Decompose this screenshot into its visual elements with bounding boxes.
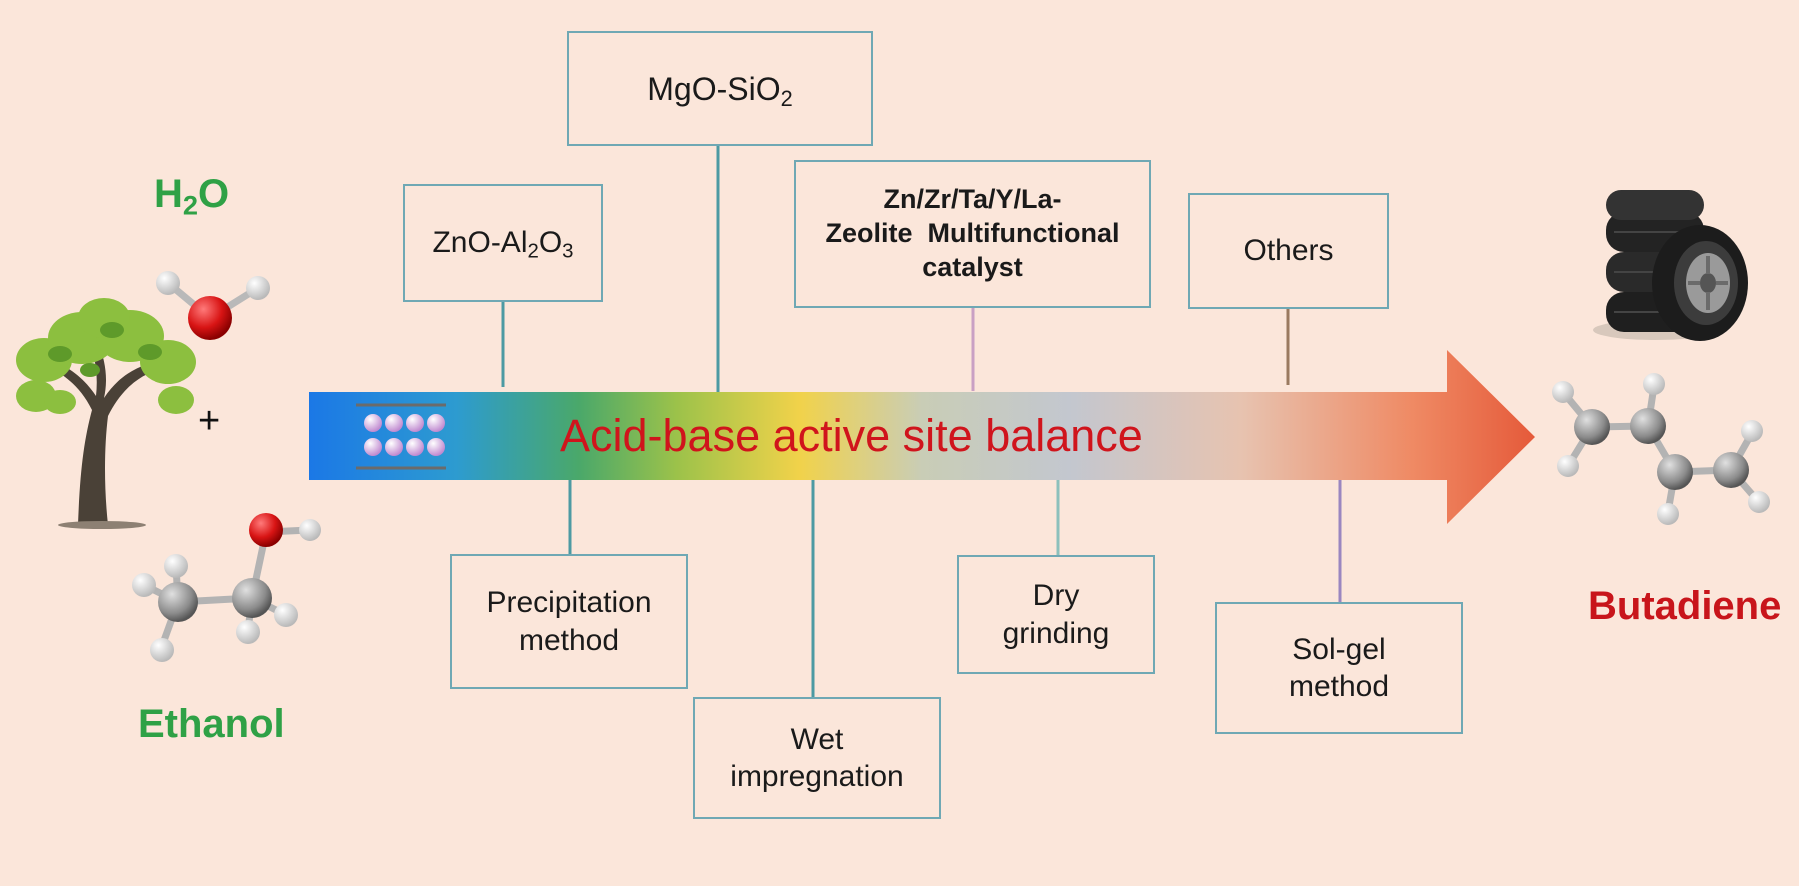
water-label: H2O <box>154 172 230 219</box>
butadiene-molecule-icon <box>1560 385 1760 513</box>
ethanol-label: Ethanol <box>138 702 285 746</box>
water-label-h: H <box>154 172 183 216</box>
arrow-label: Acid-base active site balance <box>560 410 1143 461</box>
tires-icon <box>1593 190 1748 341</box>
butadiene-atoms <box>1552 373 1770 525</box>
precipitation-line-1: Precipitation <box>486 586 652 619</box>
main-arrow <box>309 350 1535 524</box>
catalyst-box-mgo-sio2: MgO-SiO2 <box>567 31 873 146</box>
zeolite-line-2: Zeolite Multifunctional <box>825 218 1120 249</box>
catalyst-zno-al2o3-label: ZnO-Al2O3 <box>432 226 574 263</box>
solgel-line-2: method <box>1288 670 1390 703</box>
ethanol-atoms <box>132 513 321 662</box>
method-box-sol-gel: Sol-gel method <box>1215 602 1463 734</box>
dry-line-1: Dry <box>1032 579 1080 612</box>
tree-icon <box>16 298 196 529</box>
butadiene-label: Butadiene <box>1588 584 1782 628</box>
solgel-line-1: Sol-gel <box>1292 632 1386 666</box>
method-box-dry-grinding: Dry grinding <box>957 555 1155 674</box>
catalyst-box-zeolite: Zn/Zr/Ta/Y/La- Zeolite Multifunctional c… <box>794 160 1151 308</box>
method-box-precipitation: Precipitation method <box>450 554 688 689</box>
others-label: Others <box>1243 234 1334 268</box>
catalyst-box-zno-al2o3: ZnO-Al2O3 <box>403 184 603 302</box>
catalyst-box-others: Others <box>1188 193 1389 309</box>
precipitation-line-2: method <box>518 623 620 657</box>
catalyst-lattice-icon <box>356 403 446 470</box>
zeolite-line-1: Zn/Zr/Ta/Y/La- <box>883 184 1062 215</box>
catalyst-mgo-sio2-label: MgO-SiO2 <box>647 70 793 111</box>
connector-lines <box>501 145 1342 698</box>
method-box-wet-impregnation: Wet impregnation <box>693 697 941 819</box>
wet-line-1: Wet <box>790 722 844 756</box>
wet-line-2: impregnation <box>730 760 904 793</box>
zeolite-line-3: catalyst <box>922 251 1023 282</box>
plus-sign: + <box>198 400 221 442</box>
water-molecule-icon <box>156 271 270 340</box>
water-label-o: O <box>198 172 230 216</box>
water-label-sub: 2 <box>182 189 199 221</box>
dry-line-2: grinding <box>1002 616 1110 650</box>
